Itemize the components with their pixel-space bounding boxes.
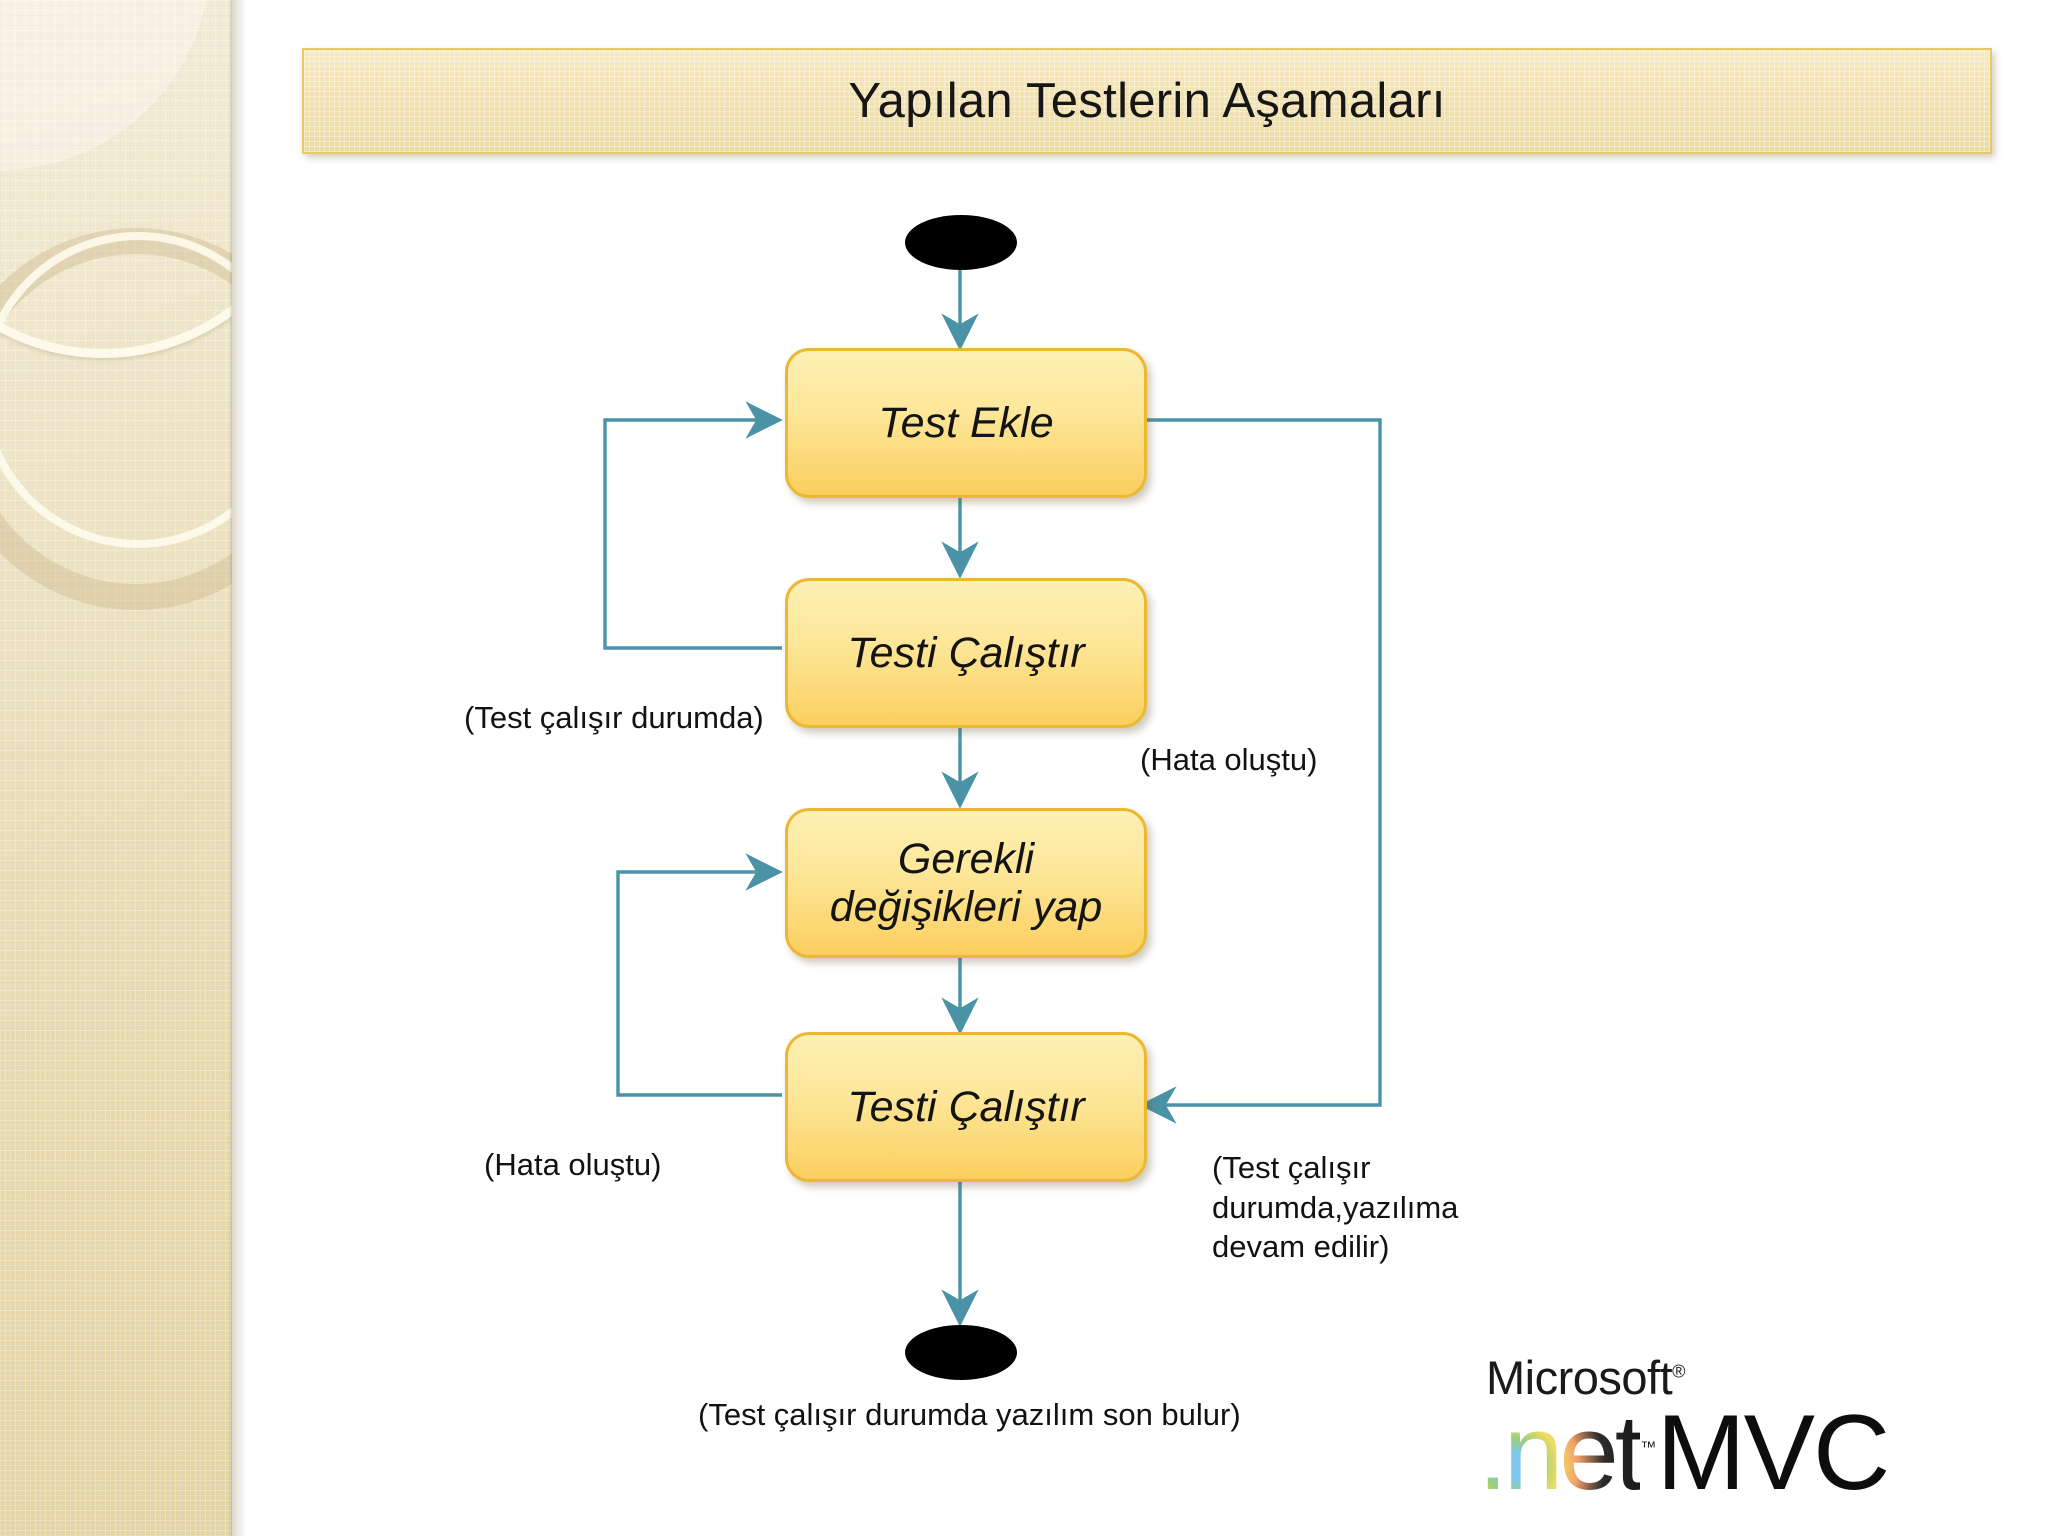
logo-mvc-text: MVC xyxy=(1656,1392,1890,1512)
logo-dot-net-text: .net xyxy=(1478,1392,1640,1512)
edge-loop-test-calisir-durumda xyxy=(603,401,783,650)
page-title: Yapılan Testlerin Aşamaları xyxy=(848,74,1446,128)
node-test-ekle-label: Test Ekle xyxy=(878,398,1054,447)
node-testi-calistir-1[interactable]: Testi Çalıştır xyxy=(785,578,1147,728)
node-testi-calistir-2-label: Testi Çalıştır xyxy=(847,1082,1085,1131)
trademark-mark-icon: ™ xyxy=(1640,1439,1657,1457)
logo-net: net xyxy=(1503,1392,1641,1512)
decorative-side-band xyxy=(0,0,232,1536)
node-testi-calistir-1-label: Testi Çalıştır xyxy=(847,628,1085,677)
band-ring-small-icon xyxy=(0,232,232,548)
node-test-ekle[interactable]: Test Ekle xyxy=(785,348,1147,498)
microsoft-dotnet-mvc-logo: Microsoft® .net™MVC xyxy=(1478,1350,1998,1515)
end-node xyxy=(905,1325,1017,1380)
edge-loop-hata-olustu-left xyxy=(616,853,783,1097)
node-gerekli-degisikleri-yap[interactable]: Gerekli değişikleri yap xyxy=(785,808,1147,958)
start-node xyxy=(905,215,1017,270)
title-texture xyxy=(304,50,1990,152)
band-edge xyxy=(229,0,232,1536)
logo-dot: . xyxy=(1478,1392,1504,1512)
node-testi-calistir-2[interactable]: Testi Çalıştır xyxy=(785,1032,1147,1182)
label-hata-olustu-left: (Hata oluştu) xyxy=(484,1147,662,1182)
logo-net-row: .net™MVC xyxy=(1478,1390,1890,1514)
label-test-calisir-devam: (Test çalışır durumda,yazılıma devam edi… xyxy=(1212,1150,1459,1265)
band-drop-shadow xyxy=(232,0,246,1536)
diagram-caption: (Test çalışır durumda yazılım son bulur) xyxy=(698,1397,1241,1432)
logo-microsoft-wordmark: Microsoft® xyxy=(1486,1350,1685,1405)
label-hata-olustu-right: (Hata oluştu) xyxy=(1140,742,1318,777)
label-test-calisir-durumda: (Test çalışır durumda) xyxy=(464,700,764,735)
logo-microsoft-text: Microsoft xyxy=(1486,1351,1673,1404)
node-gerekli-degisikleri-yap-label: Gerekli değişikleri yap xyxy=(829,834,1103,931)
registered-mark-icon: ® xyxy=(1672,1361,1685,1382)
title-banner: Yapılan Testlerin Aşamaları xyxy=(302,48,1992,154)
